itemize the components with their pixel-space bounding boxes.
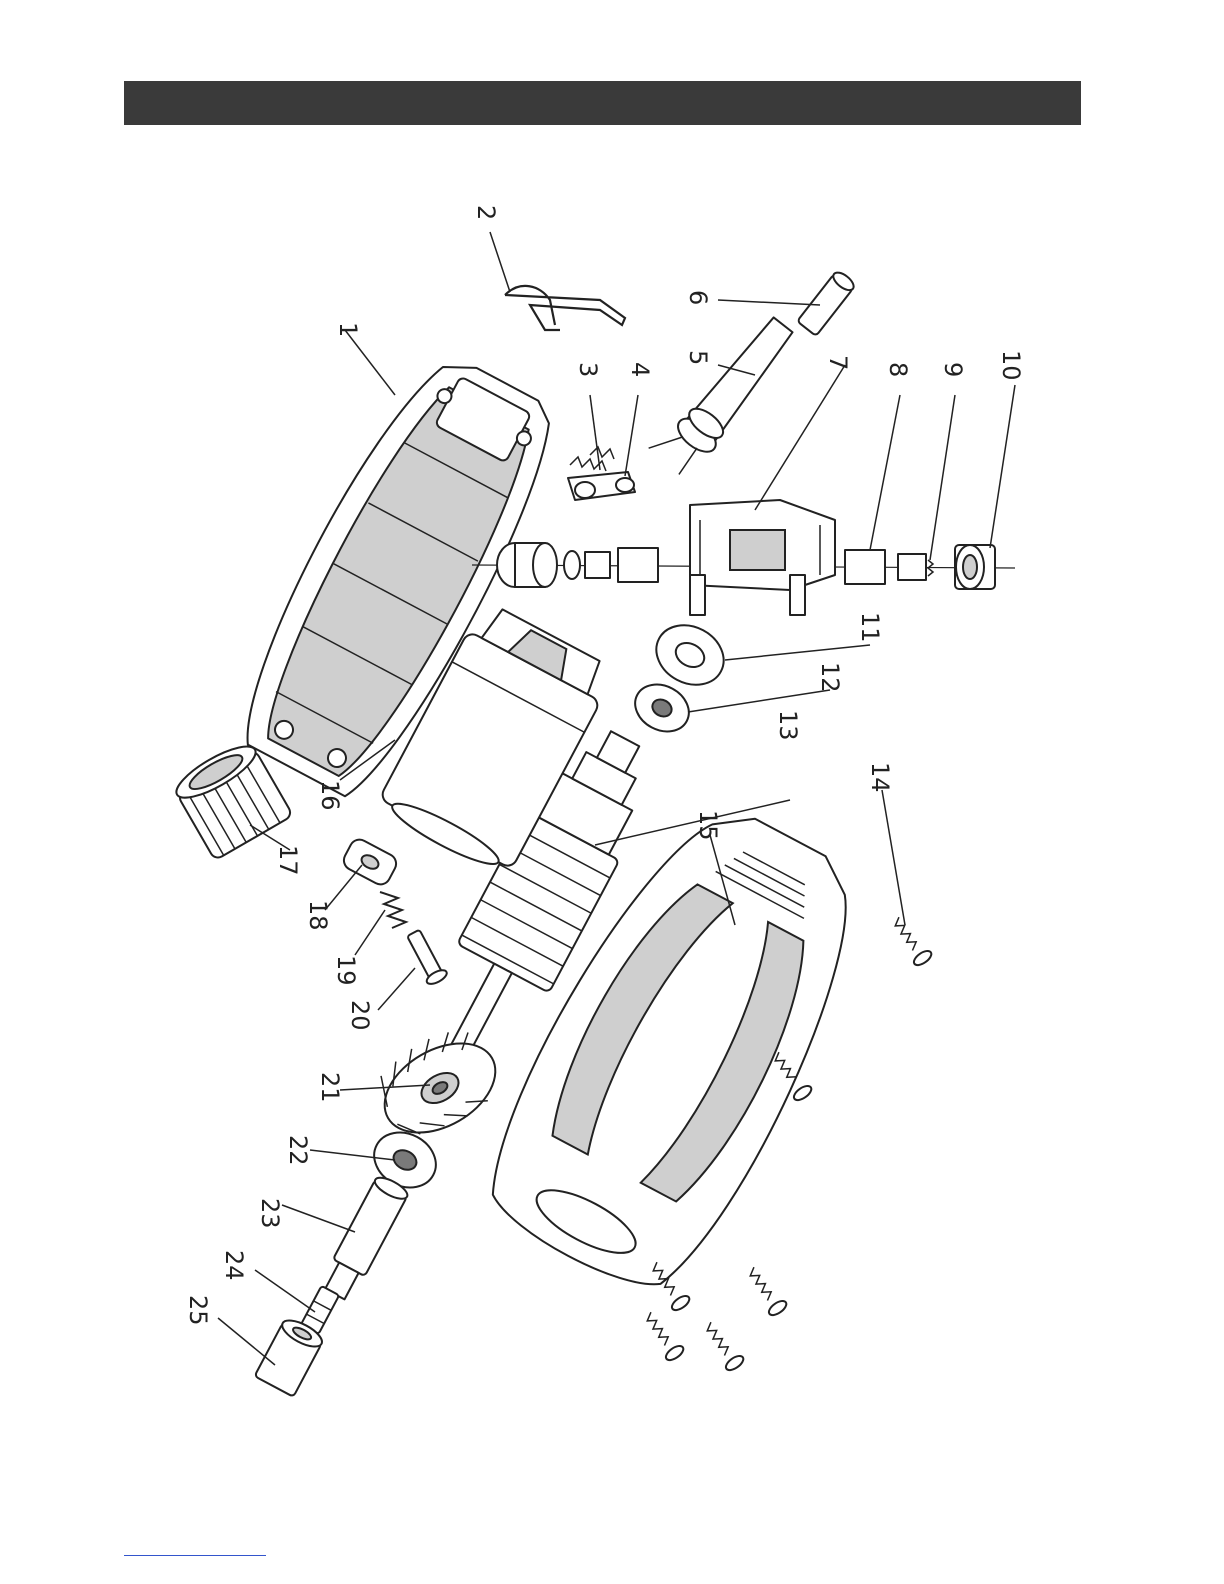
- callout-15: 15: [694, 810, 722, 841]
- callout-1: 1: [334, 322, 362, 337]
- callout-3: 3: [574, 362, 602, 377]
- callout-16: 16: [316, 780, 344, 811]
- callout-11: 11: [856, 612, 884, 643]
- part-7-brush-holder: [690, 500, 835, 615]
- part-3-switch-spring: [570, 447, 614, 471]
- part-21-fan: [364, 1016, 511, 1150]
- part-2-wire-hook: [505, 286, 625, 330]
- part-14-screw: [887, 914, 933, 968]
- part-20-lock-pin: [404, 928, 449, 987]
- callout-10: 10: [997, 350, 1025, 381]
- callout-14: 14: [866, 762, 894, 793]
- callout-19: 19: [332, 955, 360, 986]
- part-23-spindle: [319, 1174, 410, 1303]
- callout-24: 24: [220, 1250, 248, 1281]
- part-19-spring: [380, 892, 406, 928]
- callout-5: 5: [684, 350, 712, 365]
- callout-12: 12: [816, 662, 844, 693]
- part-4-switch-slider: [568, 472, 635, 500]
- part-5-strain-relief: [647, 306, 800, 481]
- brush-set-left: [497, 543, 658, 587]
- callout-20: 20: [346, 1000, 374, 1031]
- part-12-bearing: [627, 675, 697, 740]
- callout-8: 8: [884, 362, 912, 377]
- callout-22: 22: [284, 1135, 312, 1166]
- footer-link-line: [124, 1555, 266, 1556]
- part-10-brush-cap: [955, 545, 995, 589]
- callout-13: 13: [774, 710, 802, 741]
- callout-4: 4: [626, 362, 654, 377]
- callout-7: 7: [824, 355, 852, 370]
- callout-2: 2: [472, 205, 500, 220]
- callout-18: 18: [304, 900, 332, 931]
- callout-6: 6: [684, 290, 712, 305]
- callout-9: 9: [939, 362, 967, 377]
- part-6-power-cord: [797, 269, 857, 336]
- callout-21: 21: [316, 1072, 344, 1103]
- callout-23: 23: [256, 1198, 284, 1229]
- part-8-brush-sleeve: [845, 550, 885, 584]
- callout-25: 25: [184, 1295, 212, 1326]
- callout-17: 17: [274, 845, 302, 876]
